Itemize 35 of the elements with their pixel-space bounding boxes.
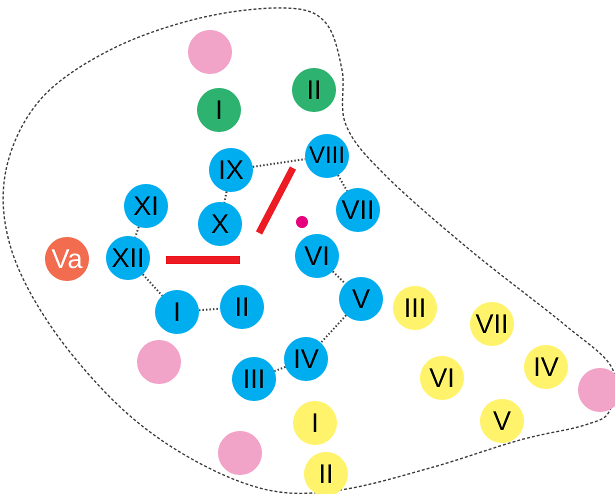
labeled-circle: V bbox=[339, 277, 383, 321]
labeled-circle: I bbox=[293, 401, 337, 445]
labeled-circle: VIII bbox=[305, 134, 349, 178]
labeled-circle: IV bbox=[524, 345, 568, 389]
labeled-circle: II bbox=[220, 285, 264, 329]
dotted-connector bbox=[320, 314, 347, 344]
labeled-circle: XI bbox=[124, 184, 168, 228]
empty-circle bbox=[188, 30, 232, 74]
dotted-connector bbox=[223, 191, 228, 203]
labeled-circle: V bbox=[480, 399, 524, 443]
labeled-circle: I bbox=[155, 290, 199, 334]
labeled-circle: VII bbox=[470, 302, 514, 346]
labeled-circle: XII bbox=[106, 236, 150, 280]
dotted-connector bbox=[134, 226, 140, 238]
labeled-circle: III bbox=[393, 286, 437, 330]
empty-circle bbox=[137, 340, 181, 384]
dotted-connector bbox=[337, 174, 348, 192]
labeled-circle: III bbox=[232, 357, 276, 401]
dotted-connector bbox=[252, 158, 306, 168]
labeled-circle: VI bbox=[295, 234, 339, 278]
dotted-connector bbox=[332, 270, 346, 284]
empty-circle bbox=[578, 368, 615, 412]
labeled-circle: I bbox=[197, 88, 241, 132]
labeled-circle: IV bbox=[284, 337, 328, 381]
labeled-circle: VI bbox=[420, 356, 464, 400]
empty-circle bbox=[218, 431, 262, 475]
labeled-circle: II bbox=[292, 68, 336, 112]
dotted-connector bbox=[274, 366, 286, 372]
dotted-connector bbox=[198, 308, 220, 312]
labeled-circle: X bbox=[198, 202, 242, 246]
dotted-connector bbox=[142, 274, 163, 296]
labeled-circle: VII bbox=[336, 188, 380, 232]
labeled-circle: IX bbox=[209, 148, 253, 192]
labeled-circle: II bbox=[304, 452, 348, 494]
labeled-circle: Va bbox=[45, 237, 89, 281]
